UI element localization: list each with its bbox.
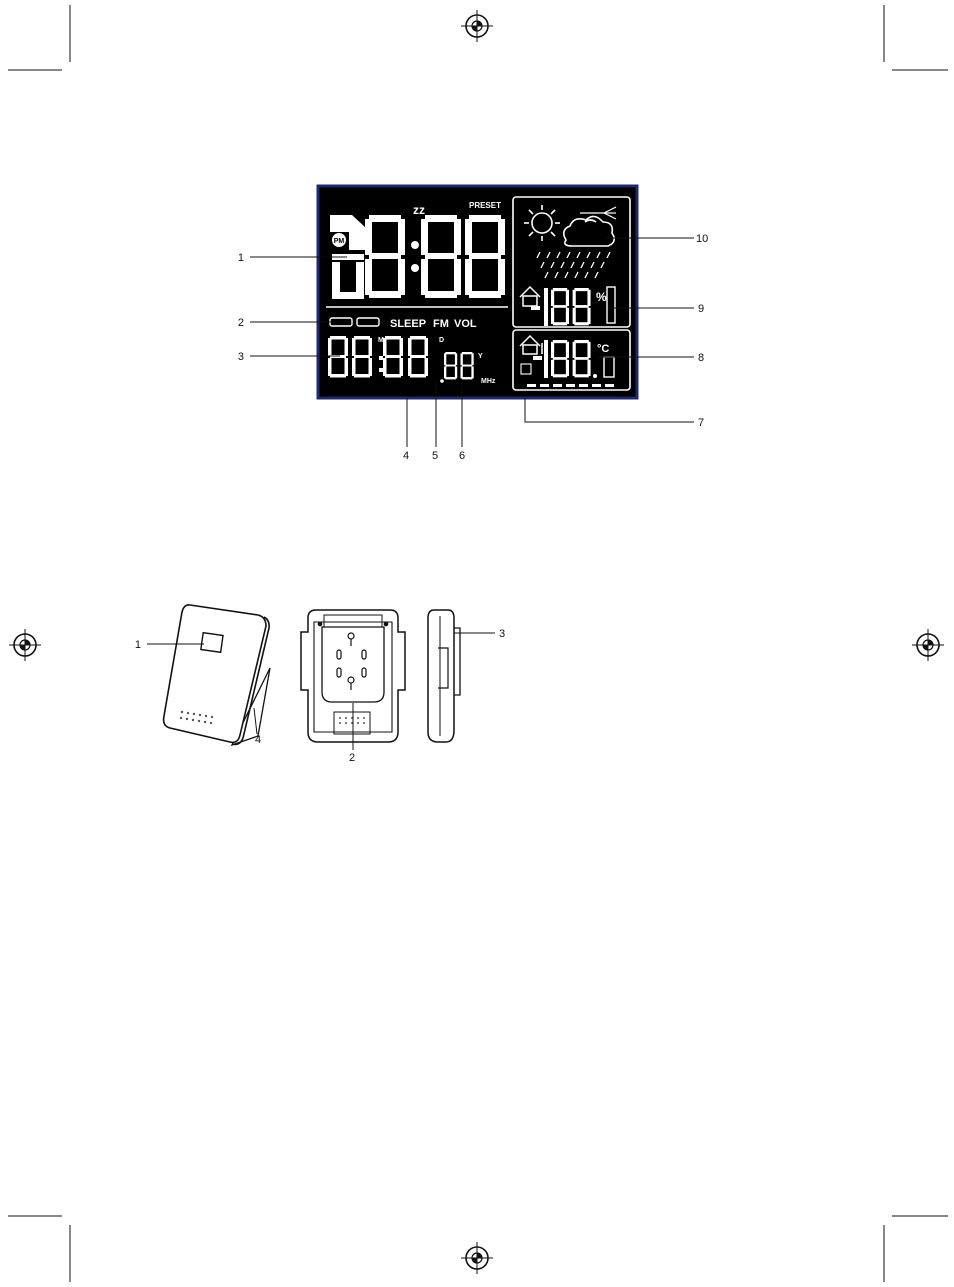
callout-display-2: 2 bbox=[238, 317, 244, 329]
preset-indicator: PRESET bbox=[469, 201, 501, 210]
callout-display-9: 9 bbox=[698, 303, 704, 315]
registration-mark-bottom bbox=[461, 1242, 493, 1274]
registration-mark-top bbox=[461, 10, 493, 42]
year-mark: Y bbox=[478, 353, 483, 360]
registration-mark-left bbox=[9, 629, 41, 661]
sensor-display-window bbox=[201, 633, 223, 653]
temperature-minus-segment bbox=[533, 356, 542, 360]
vol-indicator: VOL bbox=[454, 318, 477, 330]
callout-display-7: 7 bbox=[698, 417, 704, 429]
sensor-side-view bbox=[428, 610, 460, 742]
callout-display-1: 1 bbox=[238, 252, 244, 264]
frequency-unit: MHz bbox=[481, 378, 496, 385]
humidity-unit: % bbox=[596, 290, 607, 304]
callout-display-4: 4 bbox=[403, 450, 409, 462]
callout-display-10: 10 bbox=[696, 233, 708, 245]
date-day-mark: D bbox=[439, 337, 444, 344]
callout-sensor-2: 2 bbox=[349, 752, 355, 764]
sleep-indicator: SLEEP bbox=[390, 318, 426, 330]
lcd-display: PM zz PRESET SLEEP FM VOL M D Y MHz bbox=[318, 186, 637, 398]
pm-label: PM bbox=[334, 238, 345, 245]
callout-sensor-1: 1 bbox=[135, 639, 141, 651]
fm-indicator: FM bbox=[433, 318, 449, 330]
callout-display-3: 3 bbox=[238, 351, 244, 363]
time-colon-bottom bbox=[411, 264, 419, 272]
temperature-bar-segments bbox=[527, 384, 614, 387]
sensor-front-view bbox=[164, 605, 270, 745]
temperature-leading-one bbox=[544, 340, 548, 378]
snooze-indicator: zz bbox=[413, 203, 425, 217]
callout-display-5: 5 bbox=[432, 450, 438, 462]
time-colon-top bbox=[411, 241, 419, 249]
callout-display-6: 6 bbox=[459, 450, 465, 462]
registration-mark-right bbox=[912, 629, 944, 661]
temperature-unit: °C bbox=[597, 343, 609, 355]
callout-sensor-3: 3 bbox=[499, 628, 505, 640]
callout-sensor-4: 4 bbox=[255, 734, 261, 746]
date-separator-bottom bbox=[379, 368, 383, 372]
date-month-mark: M bbox=[378, 337, 384, 344]
temperature-decimal-point bbox=[593, 374, 597, 378]
callout-display-8: 8 bbox=[698, 352, 704, 364]
date-separator-top bbox=[379, 356, 383, 360]
humidity-leading-one bbox=[544, 288, 548, 326]
frequency-decimal-point bbox=[440, 379, 444, 383]
humidity-minus-segment bbox=[531, 306, 540, 310]
